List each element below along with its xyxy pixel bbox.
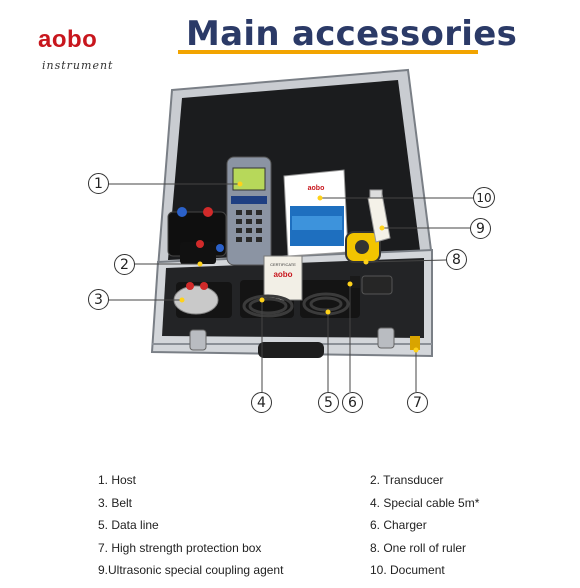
tape-measure bbox=[345, 231, 381, 263]
manual-brand: aobo bbox=[308, 185, 325, 192]
manual-title: Ultrasonic Flowmeter User Manual bbox=[292, 197, 341, 201]
list-item: 5. Data line bbox=[98, 518, 159, 532]
list-item: 6. Charger bbox=[370, 518, 427, 532]
list-item: 1. Host bbox=[98, 473, 137, 487]
certificate-brand: aobo bbox=[273, 270, 292, 279]
accessories-photo: CERTIFICATE aobo aobo Ultrasonic Flowmet… bbox=[108, 68, 474, 392]
list-item: 8. One roll of ruler bbox=[370, 541, 467, 555]
page-title: Main accessories bbox=[186, 14, 518, 54]
callout-dots bbox=[179, 181, 419, 353]
manual-document: aobo Ultrasonic Flowmeter User Manual bbox=[283, 169, 349, 257]
callout-7: 7 bbox=[407, 392, 428, 413]
cable-coils bbox=[242, 292, 350, 318]
callout-leaders bbox=[108, 183, 474, 392]
callout-2: 2 bbox=[114, 254, 135, 275]
callout-4: 4 bbox=[251, 392, 272, 413]
list-item: 7. High strength protection box bbox=[98, 541, 262, 555]
list-item: 4. Special cable 5m* bbox=[370, 496, 480, 510]
list-item: 2. Transducer bbox=[370, 473, 444, 487]
brand-logo: aobo bbox=[38, 26, 98, 53]
callout-8: 8 bbox=[446, 249, 467, 270]
brand-tagline: instrument bbox=[42, 59, 114, 72]
callout-1: 1 bbox=[88, 173, 109, 194]
list-item: 9.Ultrasonic special coupling agent bbox=[98, 563, 284, 577]
callout-6: 6 bbox=[342, 392, 363, 413]
certificate-label: CERTIFICATE bbox=[270, 262, 296, 267]
charger bbox=[350, 275, 393, 295]
callout-9: 9 bbox=[470, 218, 491, 239]
callout-3: 3 bbox=[88, 289, 109, 310]
certificate-card: CERTIFICATE aobo bbox=[263, 255, 303, 301]
belt-bag bbox=[173, 282, 219, 315]
host-device bbox=[226, 156, 272, 266]
transducers bbox=[167, 207, 227, 264]
title-underline bbox=[178, 50, 478, 54]
callout-5: 5 bbox=[318, 392, 339, 413]
callout-10: 10 bbox=[473, 187, 495, 208]
list-item: 3. Belt bbox=[98, 496, 133, 510]
list-item: 10. Document bbox=[370, 563, 445, 577]
